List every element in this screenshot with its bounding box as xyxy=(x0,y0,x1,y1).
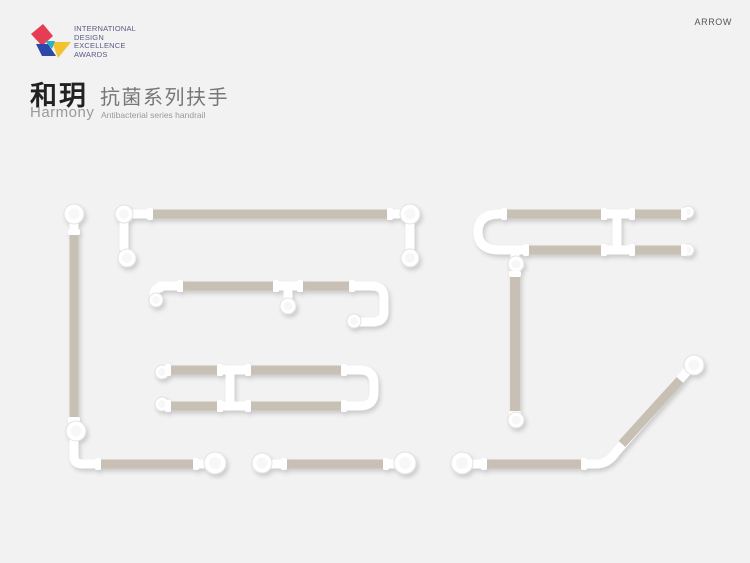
grip-collar xyxy=(509,271,521,277)
grip-collar xyxy=(217,400,223,412)
product-subtitle-cn: 抗菌系列扶手 xyxy=(100,85,229,109)
flange-cap xyxy=(152,296,160,304)
grip-collar xyxy=(501,208,507,220)
grip-collar xyxy=(601,244,607,256)
logo-red-shape xyxy=(31,24,53,46)
handrail-tube xyxy=(69,209,220,469)
flange-cap xyxy=(256,457,268,469)
grip-collar xyxy=(341,364,347,376)
brand-label: ARROW xyxy=(694,17,732,27)
grip-collar xyxy=(349,280,355,292)
flange-cap xyxy=(511,259,521,269)
flange-cap xyxy=(119,209,129,219)
grip-collar xyxy=(245,400,251,412)
logo-cyan-shape xyxy=(45,41,55,49)
grip-collar xyxy=(601,208,607,220)
handrail-tube xyxy=(457,363,695,469)
product-subtitle-en: Antibacterial series handrail xyxy=(101,110,206,120)
flange-cap xyxy=(398,456,412,470)
flange-cap xyxy=(455,456,469,470)
grip-collar xyxy=(681,244,687,256)
award-line: DESIGN xyxy=(74,32,104,42)
grip-collar xyxy=(581,458,587,470)
grip-collar xyxy=(297,280,303,292)
handrail-tube xyxy=(155,365,379,411)
award-line: AWARDS xyxy=(74,49,108,59)
award-logo xyxy=(31,24,71,58)
grip-collar xyxy=(281,458,287,470)
grip-collar xyxy=(147,208,153,220)
award-text: INTERNATIONAL DESIGN EXCELLENCE AWARDS xyxy=(74,24,137,59)
flange-cap xyxy=(158,400,166,408)
flange-cap xyxy=(511,415,521,425)
grip-collar xyxy=(387,208,393,220)
logo-yellow-shape xyxy=(52,42,71,58)
flange-cap xyxy=(283,301,293,311)
grip-collar xyxy=(481,458,487,470)
grip-collar xyxy=(95,458,101,470)
grip-collar xyxy=(341,400,347,412)
grip-collar xyxy=(681,208,687,220)
flange-cap xyxy=(68,208,80,220)
flange-cap xyxy=(70,425,82,437)
grip-collar xyxy=(245,364,251,376)
grip-collar xyxy=(165,364,171,376)
flange-cap xyxy=(688,359,700,371)
award-line: EXCELLENCE xyxy=(74,41,126,51)
flange-cap xyxy=(158,368,166,376)
flange-cap xyxy=(405,253,415,263)
grip-collar xyxy=(177,280,183,292)
award-line: INTERNATIONAL xyxy=(74,24,137,33)
grip-collar xyxy=(273,280,279,292)
flange-cap xyxy=(208,456,222,470)
grip-collar xyxy=(165,400,171,412)
grip-collar xyxy=(383,458,389,470)
logo-blue-shape xyxy=(36,44,56,56)
grip-collar xyxy=(193,458,199,470)
grip-collar xyxy=(217,364,223,376)
handrail-tube xyxy=(119,209,415,253)
flange-cap xyxy=(350,317,358,325)
product-title-cn: 和玥 xyxy=(30,81,88,112)
product-title-en: Harmony xyxy=(30,104,95,121)
flange-cap xyxy=(404,208,416,220)
grip-collar xyxy=(629,244,635,256)
flange-cap xyxy=(122,253,132,263)
handrail-tube xyxy=(473,209,693,255)
grip-collar xyxy=(68,229,80,235)
handrail-grip xyxy=(618,376,684,448)
grip-collar xyxy=(629,208,635,220)
grip-collar xyxy=(523,244,529,256)
